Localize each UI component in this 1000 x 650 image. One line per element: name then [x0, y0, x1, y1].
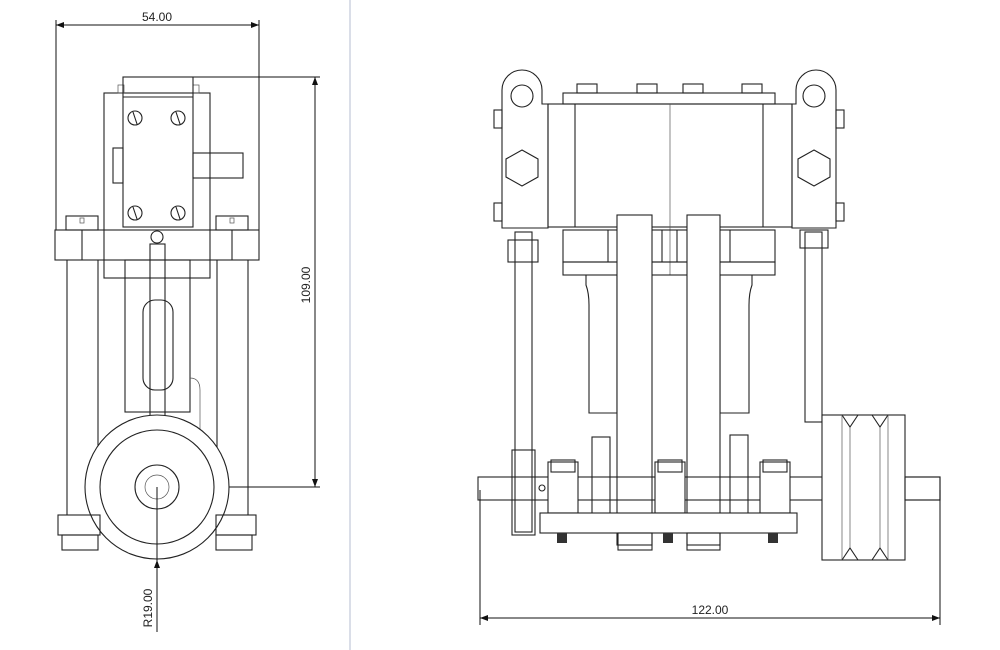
hex-nut-icon [797, 149, 831, 187]
radius-dimension-label: R19.00 [141, 588, 155, 627]
radius-dimension: R19.00 [141, 487, 160, 632]
height-dimension-label: 109.00 [299, 266, 313, 303]
width-dimension: 54.00 [55, 10, 260, 230]
overall-width-label: 122.00 [692, 603, 729, 617]
width-dimension-label: 54.00 [142, 10, 172, 24]
screw-icon [127, 110, 186, 221]
side-view: 54.00 109.00 [54, 10, 320, 632]
left-lifting-ear [493, 69, 549, 229]
base-plate [539, 512, 798, 534]
right-lifting-ear [791, 69, 845, 229]
hex-nut-icon [505, 149, 539, 187]
valve-block [122, 76, 194, 228]
front-view: 122.00 [477, 69, 941, 625]
pulley [821, 414, 906, 561]
overall-width-dimension: 122.00 [479, 490, 941, 625]
